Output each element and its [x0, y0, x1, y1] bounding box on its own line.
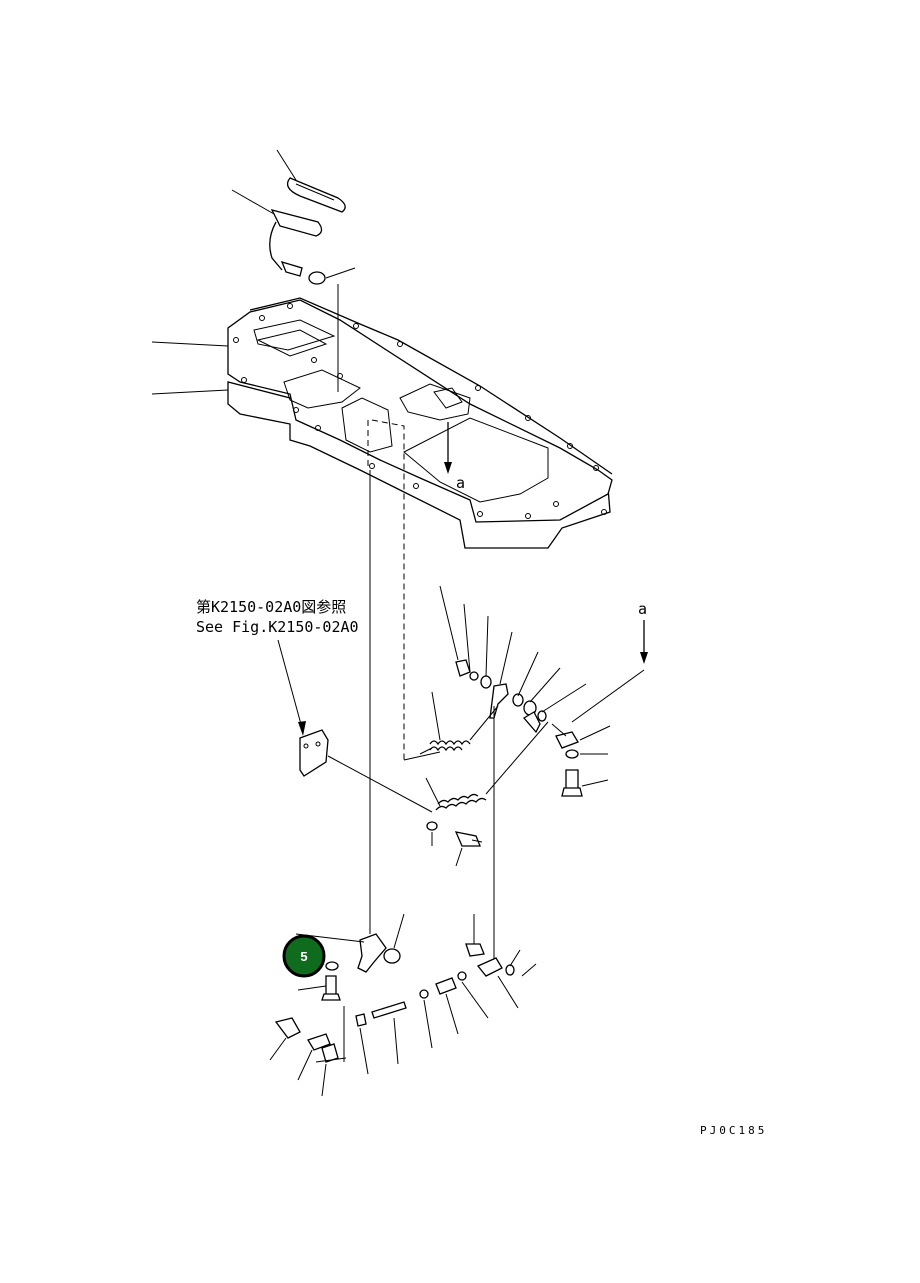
callout-badge[interactable]: 5	[282, 934, 326, 978]
section-arrow-top: a	[444, 422, 465, 492]
lower-leader-lines	[269, 913, 537, 1097]
rod-return	[403, 751, 441, 761]
bracket-to-spring-line	[327, 755, 433, 813]
mounting-bracket	[299, 729, 329, 777]
plate-bolt-holes	[233, 303, 607, 519]
right-hardware	[551, 723, 611, 797]
reference-en: See Fig.K2150-02A0	[196, 618, 359, 636]
middle-hardware	[426, 659, 549, 962]
section-label-a-top: a	[456, 474, 465, 492]
callout-badge-number: 5	[300, 949, 307, 964]
dashed-rod-upper	[367, 419, 405, 760]
section-label-a-right: a	[638, 600, 647, 618]
lower-lever-assembly	[274, 933, 515, 1063]
section-arrow-right: a	[571, 600, 648, 723]
drawing-code: PJ0C185	[700, 1124, 767, 1137]
floor-plate	[227, 297, 613, 549]
middle-leader-lines	[419, 585, 587, 867]
plate-leader-lines	[151, 341, 229, 395]
callout-badge-circle[interactable]	[282, 934, 326, 978]
reference-jp: 第K2150-02A0図参照	[196, 598, 346, 616]
reference-note: 第K2150-02A0図参照 See Fig.K2150-02A0	[196, 598, 359, 736]
pedal-assembly	[269, 177, 346, 285]
pedal-leader-lines	[231, 149, 356, 279]
